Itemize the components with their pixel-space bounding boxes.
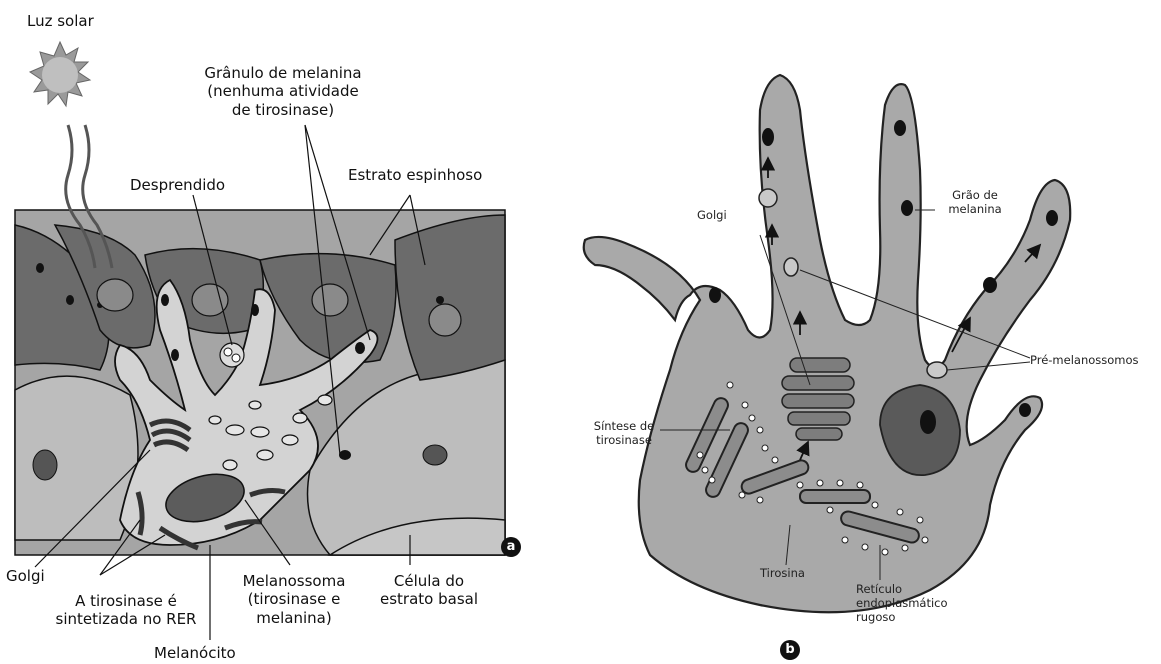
basal-cell-left <box>15 376 138 540</box>
label-estrato-espinhoso: Estrato espinhoso <box>348 166 482 184</box>
panel-b-illustration <box>584 75 1070 612</box>
basal-nucleus-right <box>423 445 447 465</box>
label-granulo-melanina: Grânulo de melanina (nenhuma atividade d… <box>188 64 378 119</box>
panel-b-badge: b <box>780 640 800 660</box>
label-golgi-b: Golgi <box>697 208 727 222</box>
melanocyte-hand <box>584 75 1070 612</box>
panel-a-badge: a <box>501 537 521 557</box>
sun-icon <box>30 42 90 106</box>
basal-nucleus-left <box>33 450 57 480</box>
label-celula-basal: Célula do estrato basal <box>364 572 494 609</box>
shed-granule <box>220 343 244 367</box>
label-reticulo: Retículo endoplasmático rugoso <box>856 582 948 624</box>
spinous-cell-5 <box>395 215 505 380</box>
label-luz-solar: Luz solar <box>27 12 94 30</box>
label-tirosina: Tirosina <box>760 566 805 580</box>
label-desprendido: Desprendido <box>130 176 225 194</box>
label-pre-melanossomos: Pré-melanossomos <box>1030 353 1139 367</box>
label-sintese-tirosinase: Síntese de tirosinase <box>586 419 662 447</box>
label-melanocito: Melanócito <box>154 644 236 662</box>
label-melanossoma: Melanossoma (tirosinase e melanina) <box>234 572 354 627</box>
nucleolus-b <box>920 410 936 434</box>
label-golgi-a: Golgi <box>6 567 45 585</box>
panel-a-illustration <box>15 42 505 555</box>
label-tirosinase-rer: A tirosinase é sintetizada no RER <box>42 592 210 629</box>
label-grao-melanina: Grão de melanina <box>935 188 1015 216</box>
